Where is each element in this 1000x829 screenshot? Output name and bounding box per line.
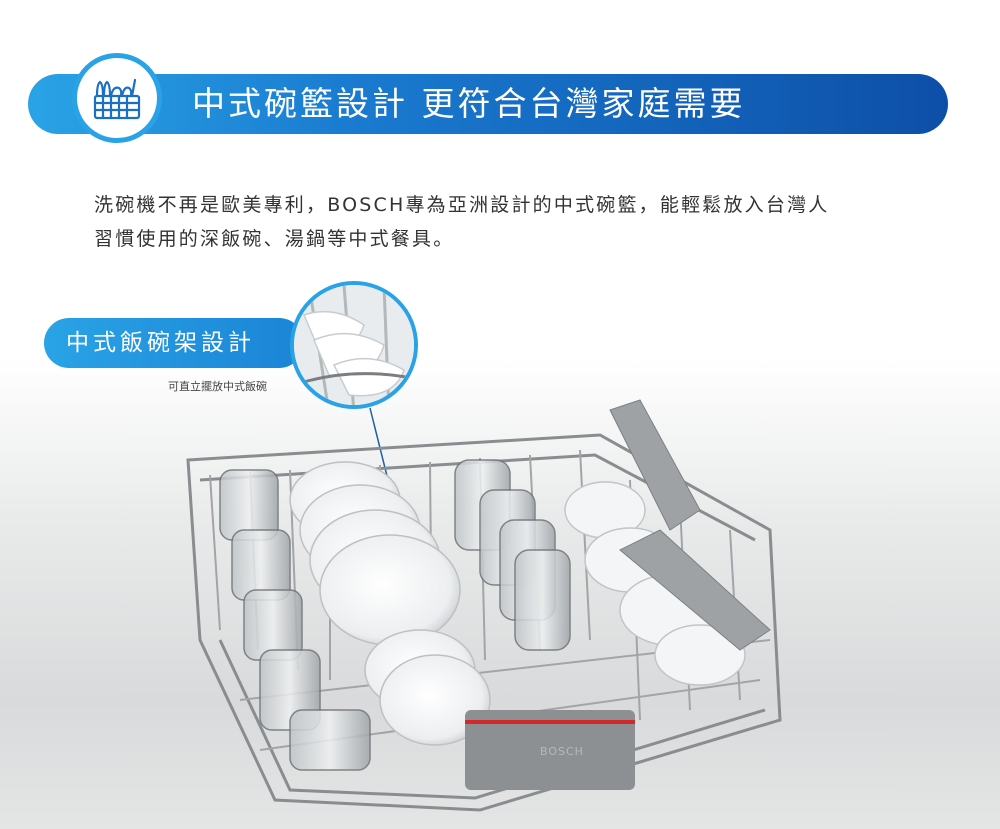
- feature-label: 中式飯碗架設計: [66, 330, 255, 356]
- brand-mark: BOSCH: [540, 745, 584, 758]
- zoom-detail-circle: [290, 281, 418, 409]
- dish-rack-illustration: [186, 399, 782, 812]
- intro-line-2: 習慣使用的深飯碗、湯鍋等中式餐具。: [94, 228, 455, 250]
- feature-caption: 可直立擺放中式飯碗: [168, 380, 267, 393]
- dish-basket-icon: [93, 78, 141, 120]
- feature-pill: [44, 318, 304, 368]
- intro-text: 洗碗機不再是歐美專利，BOSCH專為亞洲設計的中式碗籃，能輕鬆放入台灣人 習慣使…: [94, 188, 914, 256]
- header-banner: [28, 74, 948, 134]
- dish-basket-badge: [72, 53, 162, 143]
- page-title: 中式碗籃設計 更符合台灣家庭需要: [192, 84, 746, 123]
- intro-line-1: 洗碗機不再是歐美專利，BOSCH專為亞洲設計的中式碗籃，能輕鬆放入台灣人: [94, 194, 830, 216]
- bowl-detail-image: [294, 285, 414, 405]
